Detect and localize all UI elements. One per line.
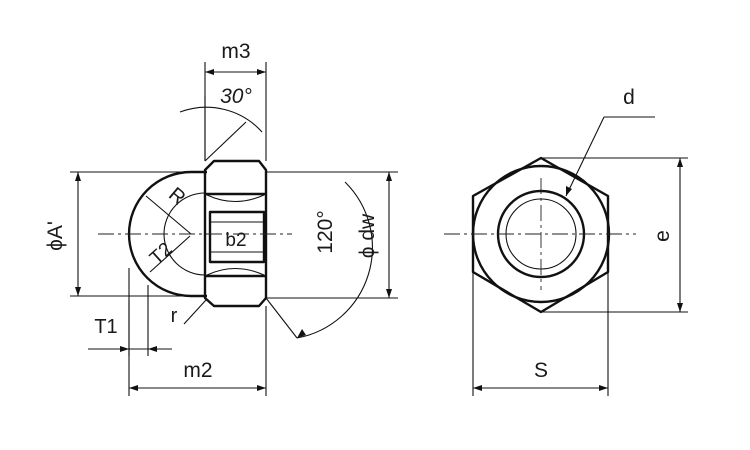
arrowhead [205, 69, 214, 75]
arrowhead [75, 287, 81, 296]
label-phi-dw: ϕ dw [356, 213, 379, 258]
angle-120-leader [265, 297, 298, 339]
arrowhead [473, 385, 482, 391]
label-phiA: ϕA' [44, 221, 67, 251]
hex-body-outline [203, 159, 268, 308]
label-T2: T2 [146, 239, 177, 269]
arrowhead [599, 385, 608, 391]
thread-cavity [208, 210, 266, 264]
label-m2: m2 [183, 359, 212, 382]
label-m3: m3 [221, 40, 250, 63]
angle-120-arc [296, 181, 373, 339]
label-b2: b2 [225, 230, 246, 251]
dome-radius-line [145, 195, 192, 235]
angle-30-arc [179, 106, 263, 133]
arrowhead [677, 158, 683, 167]
label-R: R [164, 183, 189, 209]
d-leader [565, 116, 605, 197]
arrowhead [75, 172, 81, 181]
label-angle-30: 30° [220, 85, 252, 108]
label-r: r [171, 305, 178, 327]
T2-leader [149, 235, 191, 273]
arrowhead [120, 346, 129, 352]
arrowhead [129, 385, 138, 391]
arrowhead [386, 172, 392, 181]
arrowhead [257, 69, 266, 75]
hex-lower-curve [206, 267, 265, 276]
hex-upper-curve [206, 194, 265, 203]
r-leader [183, 299, 207, 325]
label-S: S [534, 359, 548, 382]
end-view [444, 116, 688, 396]
label-angle-120: 120° [314, 210, 337, 253]
angle-30-leader [204, 121, 247, 162]
hex-outline [471, 156, 610, 314]
arrowhead [386, 289, 392, 298]
arrowhead [566, 186, 572, 196]
arrowhead [297, 329, 306, 338]
arrowhead [677, 303, 683, 312]
arrowhead [257, 385, 266, 391]
side-view [70, 62, 398, 396]
arrowhead [148, 346, 157, 352]
dimension-labels: m3 30° R ϕA' T2 b2 120° ϕ dw r T1 m2 d e… [44, 40, 674, 382]
label-d: d [623, 86, 635, 109]
label-e: e [651, 230, 674, 242]
label-T1: T1 [94, 316, 117, 338]
